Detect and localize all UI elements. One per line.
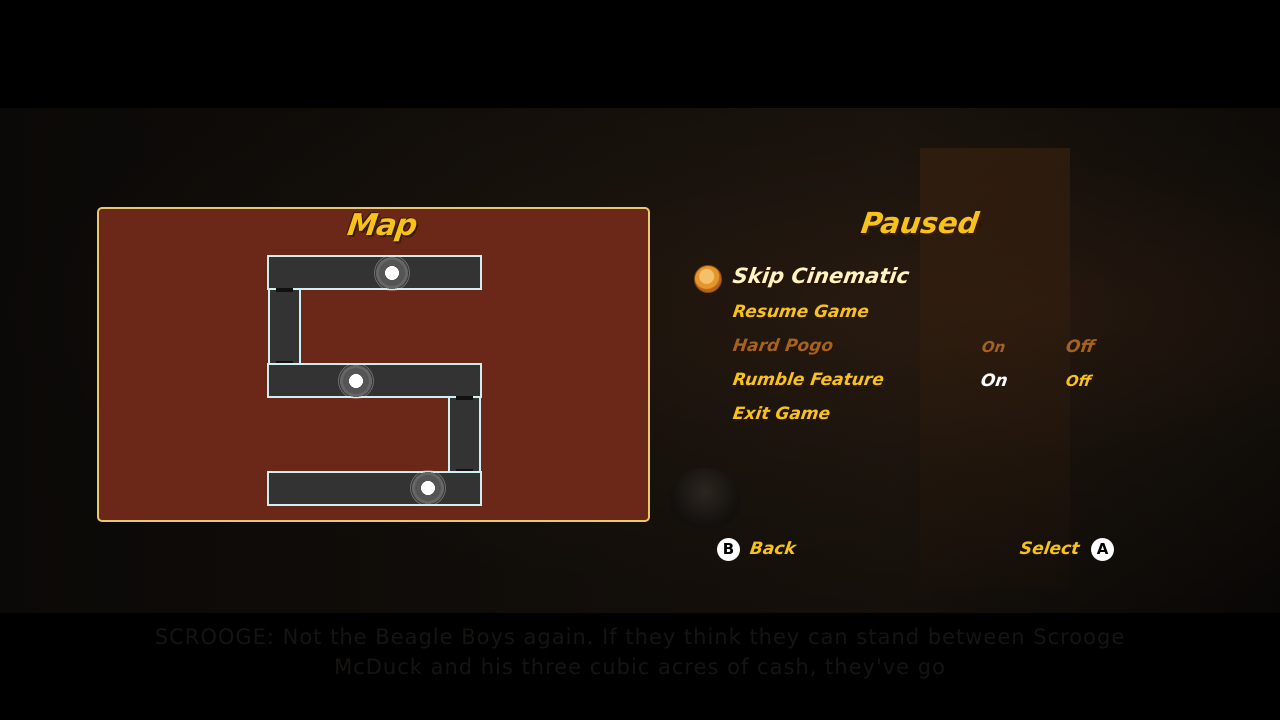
map-dot-icon bbox=[410, 470, 446, 506]
rumble-on-option[interactable]: On bbox=[979, 371, 1009, 391]
hard-pogo-on-option: On bbox=[980, 338, 1007, 356]
menu-item-resume-game[interactable]: Resume Game bbox=[731, 302, 871, 322]
menu-item-hard-pogo: Hard Pogo bbox=[731, 336, 835, 356]
coin-icon bbox=[694, 265, 722, 293]
subtitle-line-1: SCROOGE: Not the Beagle Boys again. If t… bbox=[154, 625, 1126, 649]
map-room-bottom bbox=[267, 471, 482, 506]
menu-item-rumble-feature[interactable]: Rumble Feature bbox=[731, 370, 886, 390]
map-dot-icon bbox=[338, 363, 374, 399]
map-dot-icon bbox=[374, 255, 410, 291]
back-button[interactable]: Back bbox=[748, 539, 798, 559]
background-doorway bbox=[920, 148, 1070, 588]
subtitle-line-2: McDuck and his three cubic acres of cash… bbox=[334, 655, 946, 679]
paused-title: Paused bbox=[858, 206, 982, 240]
hard-pogo-off-option: Off bbox=[1064, 337, 1097, 357]
map-connector-right bbox=[448, 398, 481, 471]
rumble-off-option[interactable]: Off bbox=[1064, 372, 1093, 390]
background-figure bbox=[670, 468, 740, 528]
map-connector-left bbox=[268, 290, 301, 363]
b-button-icon: B bbox=[717, 538, 740, 561]
map-door bbox=[276, 288, 293, 292]
select-button[interactable]: Select bbox=[1018, 539, 1081, 559]
menu-item-skip-cinematic[interactable]: Skip Cinematic bbox=[731, 264, 911, 288]
a-button-icon: A bbox=[1091, 538, 1114, 561]
map-door bbox=[456, 396, 473, 400]
menu-item-exit-game[interactable]: Exit Game bbox=[731, 404, 832, 424]
map-title: Map bbox=[345, 208, 419, 243]
map-room-middle bbox=[267, 363, 482, 398]
cinematic-subtitle: SCROOGE: Not the Beagle Boys again. If t… bbox=[150, 622, 1130, 682]
